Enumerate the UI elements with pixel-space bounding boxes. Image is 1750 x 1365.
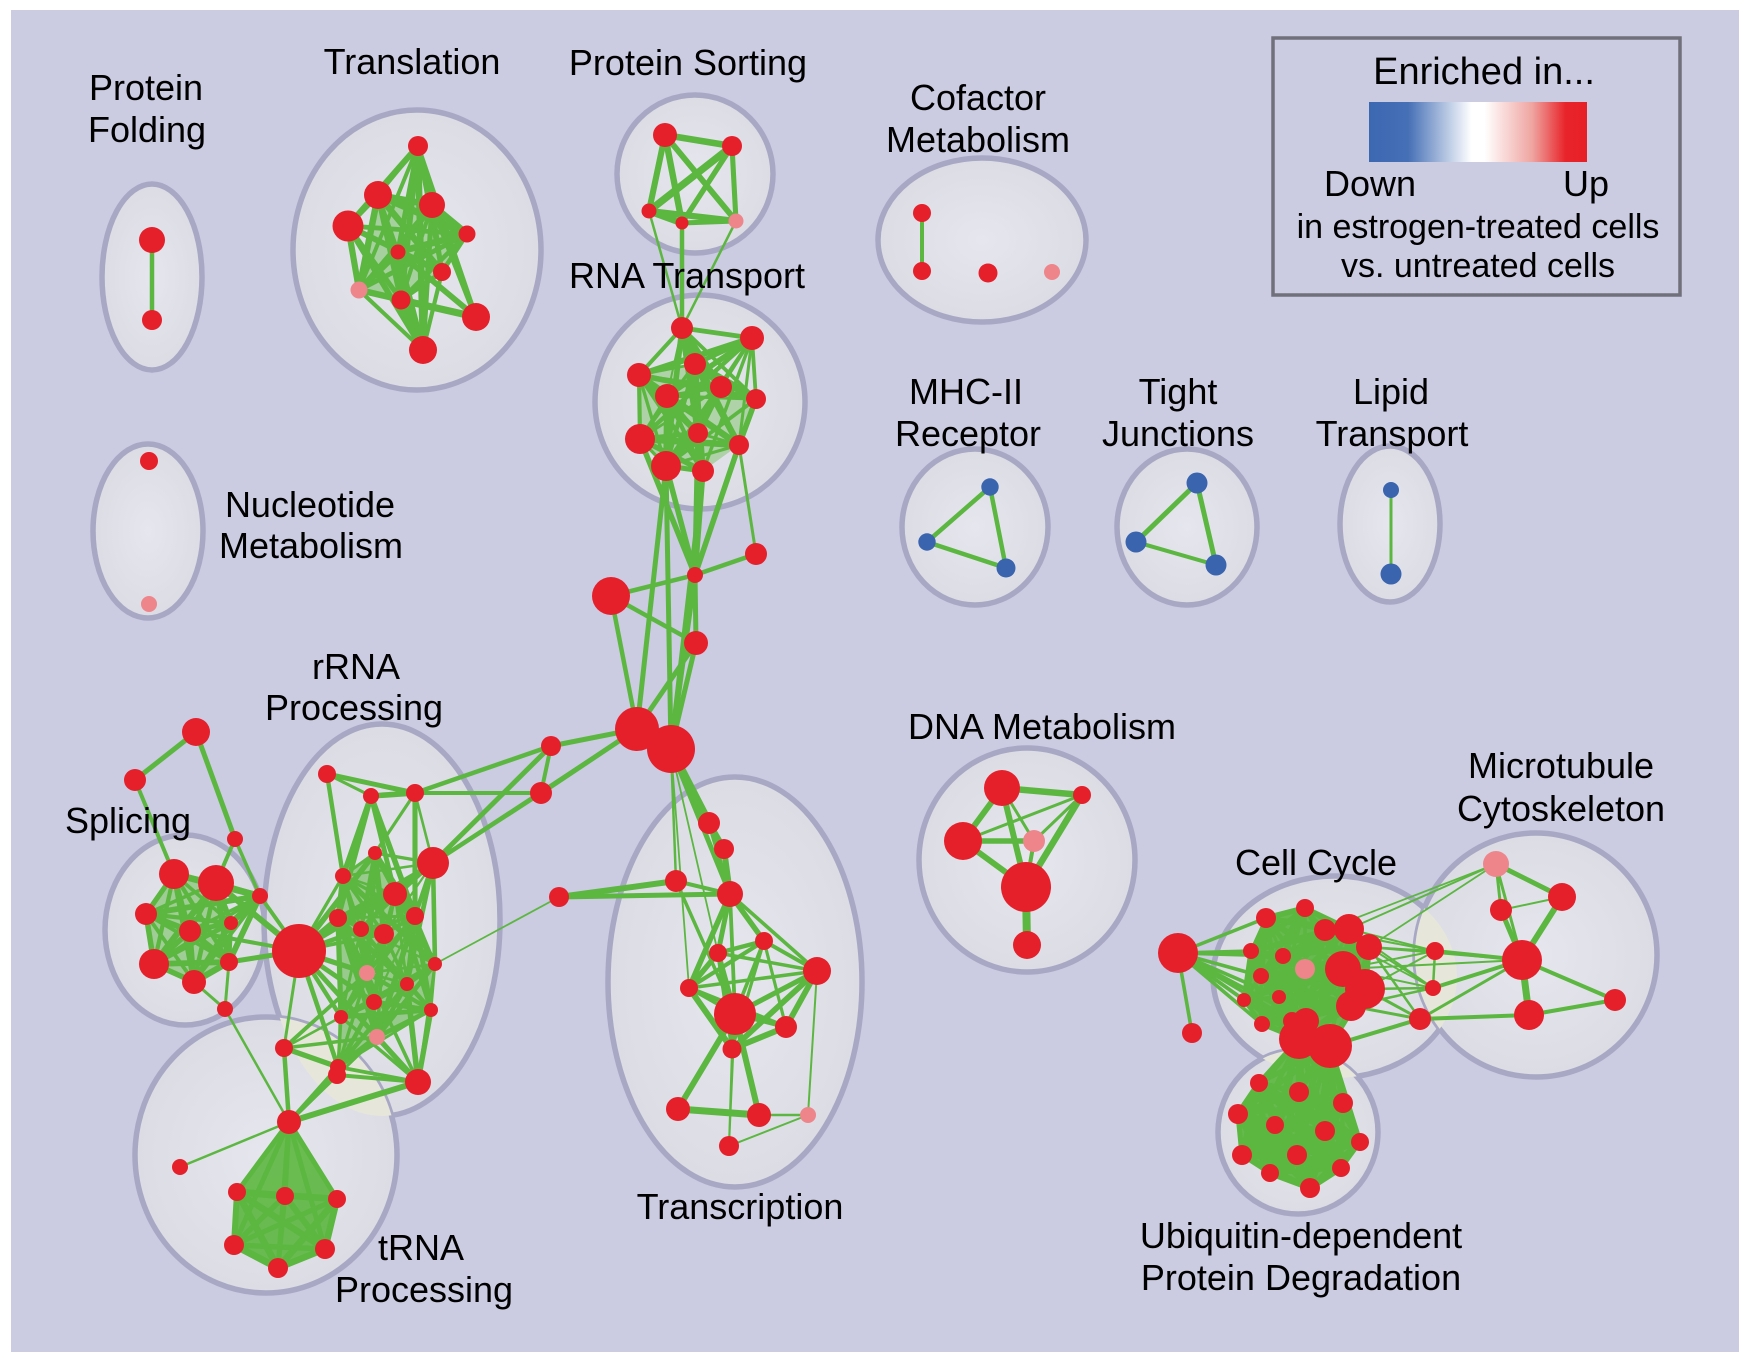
svg-text:Metabolism: Metabolism — [219, 525, 403, 566]
svg-text:Cytoskeleton: Cytoskeleton — [1457, 788, 1665, 829]
svg-text:Down: Down — [1324, 163, 1416, 204]
svg-text:Receptor: Receptor — [895, 413, 1041, 454]
svg-text:in estrogen-treated cells: in estrogen-treated cells — [1297, 208, 1660, 246]
svg-text:Processing: Processing — [335, 1269, 513, 1310]
svg-text:Junctions: Junctions — [1102, 413, 1254, 454]
svg-text:Ubiquitin-dependent: Ubiquitin-dependent — [1140, 1215, 1462, 1256]
svg-text:Splicing: Splicing — [65, 800, 191, 841]
svg-text:Up: Up — [1563, 163, 1609, 204]
svg-text:Protein Degradation: Protein Degradation — [1141, 1257, 1461, 1298]
svg-text:Tight: Tight — [1139, 371, 1218, 412]
svg-text:MHC-II: MHC-II — [909, 371, 1023, 412]
svg-text:Translation: Translation — [324, 41, 501, 82]
svg-text:Folding: Folding — [88, 109, 206, 150]
svg-text:Nucleotide: Nucleotide — [225, 484, 395, 525]
svg-text:RNA Transport: RNA Transport — [569, 255, 805, 296]
svg-text:Transport: Transport — [1316, 413, 1469, 454]
svg-text:vs. untreated cells: vs. untreated cells — [1341, 247, 1615, 285]
svg-text:Protein: Protein — [89, 67, 203, 108]
svg-text:tRNA: tRNA — [378, 1227, 464, 1268]
svg-text:Processing: Processing — [265, 687, 443, 728]
svg-text:Lipid: Lipid — [1353, 371, 1429, 412]
svg-text:Transcription: Transcription — [637, 1186, 844, 1227]
svg-text:Cell Cycle: Cell Cycle — [1235, 842, 1397, 883]
svg-text:Protein Sorting: Protein Sorting — [569, 42, 807, 83]
svg-text:Cofactor: Cofactor — [910, 77, 1046, 118]
svg-text:rRNA: rRNA — [312, 646, 400, 687]
svg-text:Enriched in...: Enriched in... — [1373, 51, 1595, 93]
svg-text:Metabolism: Metabolism — [886, 119, 1070, 160]
svg-text:DNA Metabolism: DNA Metabolism — [908, 706, 1176, 747]
svg-text:Microtubule: Microtubule — [1468, 745, 1654, 786]
